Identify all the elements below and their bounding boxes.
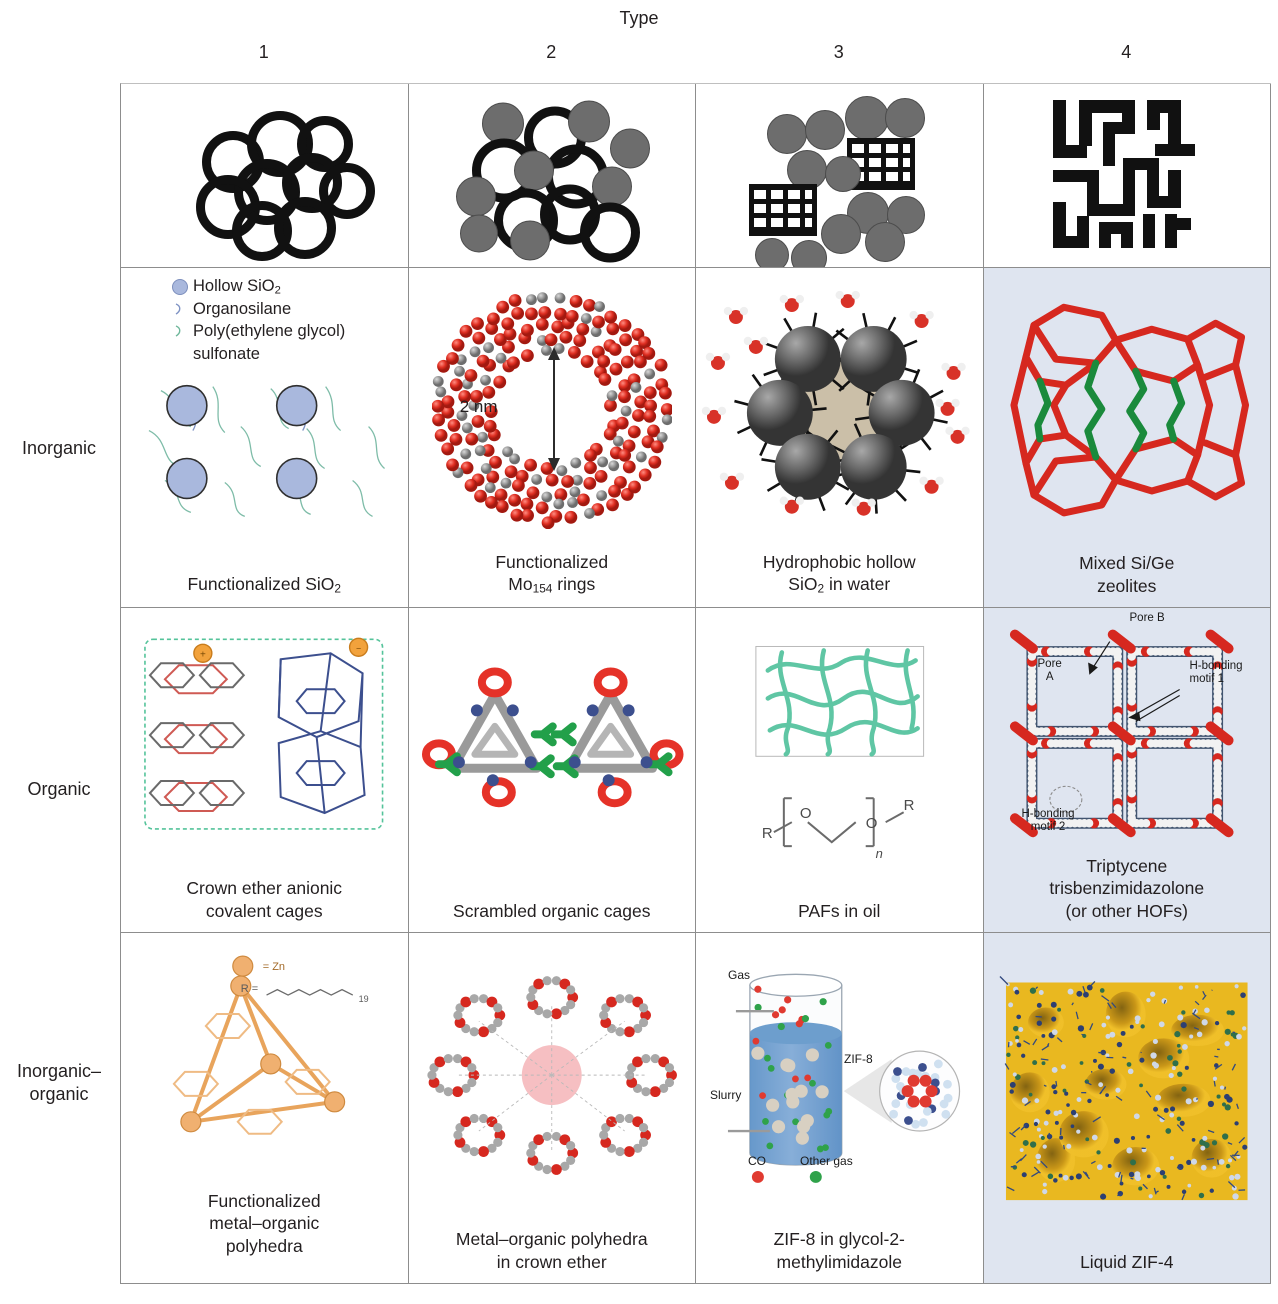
squiggle-icon [175,303,181,315]
caption-inorganic-1: Functionalized SiO2 [187,574,341,596]
polymer-o-left: O [800,805,812,822]
legend-label-hollow-sio2: Hollow SiO2 [193,277,281,297]
art-zif8-slurry: Gas Slurry ZIF-8 CO Other gas [696,933,983,1228]
caption-inorganic-3: Hydrophobic hollow SiO2 in water [762,551,916,596]
column-number-4: 4 [1121,42,1132,62]
gas-phase-label: Gas [728,968,751,982]
art-scrambled-organic-cages [409,608,696,900]
cell-inorganic-organic-type-2: Metal–organic polyhedra in crown ether [408,933,696,1284]
legend-label-organosilane: Organosilane [193,300,292,319]
caption-organic-2: Scrambled organic cages [453,900,651,921]
pore-size-arrow [547,347,560,472]
art-mo154-ring: 2 nm [409,268,696,551]
caption-organic-4: Triptycene trisbenzimidazolone (or other… [1049,855,1205,921]
caption-inorganic-4: Mixed Si/Ge zeolites [1079,553,1175,596]
row-label-organic: Organic [27,779,91,799]
zif8-callout-label: ZIF-8 [844,1052,873,1066]
crystal-block-lower [749,183,818,236]
polymer-r-left: R [762,825,773,842]
header-cell-type-1 [121,84,409,268]
pictogram-continuous-maze-framework [984,84,1271,267]
cell-inorganic-type-2: 2 nm Functionalized Mo154 rings [408,268,696,608]
cell-inorganic-type-1: Hollow SiO2 Organosilane [121,268,409,608]
row-label-inorganic-organic: Inorganic–organic [16,1061,102,1104]
pictogram-dense-particles-and-crystals [696,84,983,267]
art-pafs-in-oil: R O O R n [696,608,983,900]
svg-text:+: + [200,649,206,660]
cell-inorganic-organic-type-3: Gas Slurry ZIF-8 CO Other gas ZIF-8 in g… [696,933,984,1284]
art-hydrophobic-hollow-silica [696,268,983,551]
pore-size-label: 2 nm [459,397,498,417]
legend-key-organosilane [167,299,193,316]
art-functionalized-mop: = Zn R = R = 19 [121,933,408,1190]
caption-inorganic-organic-3: ZIF-8 in glycol-2- methylimidazole [773,1229,905,1272]
squiggle-icon [175,325,181,338]
caption-organic-3: PAFs in oil [798,900,881,921]
figure-grid: Hollow SiO2 Organosilane [120,83,1271,1284]
polymer-r-right: R [904,797,915,814]
polymer-repeat-n: n [876,846,883,861]
repeat-subscript: 19 [359,994,369,1004]
art-mixed-si-ge-zeolite [984,268,1271,552]
art-functionalized-silica: Hollow SiO2 Organosilane [121,268,408,573]
caption-inorganic-organic-2: Metal–organic polyhedra in crown ether [455,1229,648,1272]
r-group-label-visible: R = [241,983,258,995]
legend-key-peg-sulfonate [167,321,193,338]
cell-inorganic-type-4: Mixed Si/Ge zeolites [983,268,1271,608]
pictogram-porous-rings [121,84,408,267]
svg-text:−: − [356,643,361,653]
art-crown-ether-anionic-cages: + − [121,608,408,877]
maze-icon [1052,99,1195,248]
zinc-key-label: = Zn [263,961,285,973]
legend-key-hollow-sio2 [167,276,193,295]
cell-inorganic-type-3: Hydrophobic hollow SiO2 in water [696,268,984,608]
legend-functionalized-silica: Hollow SiO2 Organosilane [167,276,345,366]
cell-organic-type-2: Scrambled organic cages [408,608,696,933]
slurry-label: Slurry [710,1088,742,1102]
legend-label-sulfonate: sulfonate [193,344,260,363]
pore-b-label: Pore B [1129,612,1165,624]
caption-inorganic-organic-4: Liquid ZIF-4 [1080,1251,1174,1272]
header-cell-type-2 [408,84,696,268]
legend-label-peg: Poly(ethylene glycol) [193,322,346,341]
peg-silica-schematic [148,384,385,518]
cell-inorganic-organic-type-4: Liquid ZIF-4 [983,933,1271,1284]
column-number-row: 1 2 3 4 [120,42,1270,63]
mo154-ring-molecule [431,289,674,530]
column-number-1: 1 [258,42,269,62]
caption-inorganic-organic-1: Functionalized metal–organic polyhedra [207,1190,321,1256]
art-mop-in-crown-ether [409,933,696,1228]
caption-inorganic-2: Functionalized Mo154 rings [495,551,609,596]
art-liquid-zif4 [984,933,1271,1251]
header-cell-type-3 [696,84,984,268]
header-cell-type-4 [983,84,1271,268]
co2-legend-label: CO [748,1154,766,1168]
other-gas-legend-label: Other gas [800,1154,853,1168]
cell-inorganic-organic-type-1: = Zn R = R = 19 Functionalized metal–org… [121,933,409,1284]
column-number-2: 2 [546,42,557,62]
polymer-o-right: O [866,815,878,832]
cell-organic-type-3: R O O R n PAFs in oil [696,608,984,933]
cell-organic-type-1: + − Crown ether anionic covalent cages [121,608,409,933]
axis-title: Type [619,8,659,28]
pictogram-rings-with-dense-particles [409,84,696,267]
column-number-3: 3 [833,42,844,62]
row-label-inorganic: Inorganic [21,438,97,458]
caption-organic-1: Crown ether anionic covalent cages [186,878,343,921]
